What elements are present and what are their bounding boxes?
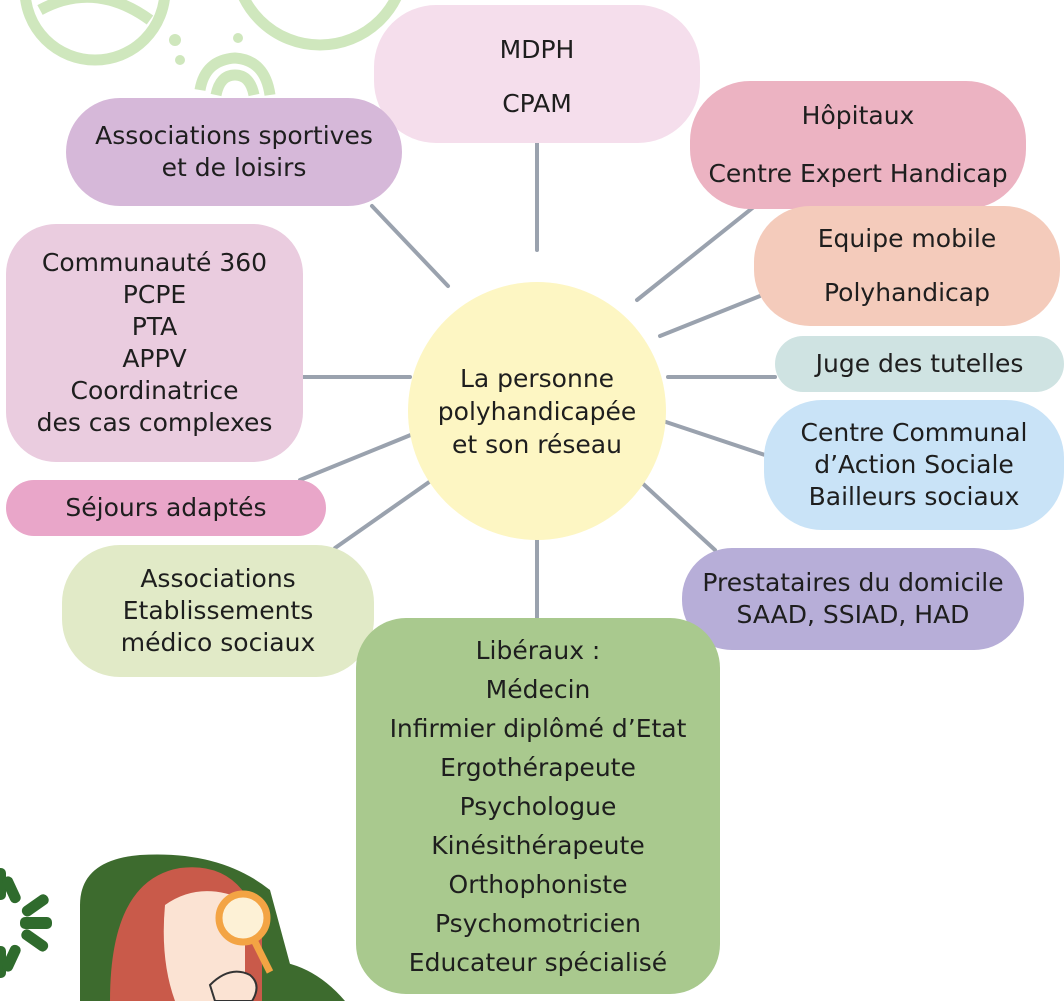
connector-ccas (658, 418, 767, 457)
node-hopitaux-line-2: Centre Expert Handicap (708, 159, 1008, 188)
node-associations-line-2: Etablissements (122, 596, 314, 625)
node-equipe-line-2: Polyhandicap (824, 278, 990, 307)
node-liberaux-line-3: Infirmier diplômé d’Etat (389, 713, 687, 743)
center-node: La personne polyhandicapée et son réseau (408, 282, 666, 540)
node-communaute-line-4: APPV (122, 344, 187, 373)
connector-equipe (658, 294, 762, 338)
node-prestataires-domicile: Prestataires du domicile SAAD, SSIAD, HA… (682, 548, 1024, 650)
node-associations-etablissements: Associations Etablissements médico socia… (62, 545, 374, 677)
node-communaute-360: Communauté 360 PCPE PTA APPV Coordinatri… (6, 224, 303, 462)
node-equipe-mobile: Equipe mobile Polyhandicap (754, 206, 1060, 326)
node-liberaux-line-9: Educateur spécialisé (408, 947, 668, 977)
connector-hopitaux (635, 196, 767, 302)
node-liberaux-line-4: Ergothérapeute (440, 752, 636, 782)
node-cpam-label: CPAM (502, 89, 572, 118)
node-associations-sportives: Associations sportives et de loisirs (66, 98, 402, 206)
node-communaute-line-5: Coordinatrice (70, 376, 239, 405)
node-ccas-line-2: d’Action Sociale (814, 450, 1014, 479)
node-communaute-line-3: PTA (131, 312, 178, 341)
decorative-burst-icon (0, 868, 52, 978)
person-with-magnifier-illustration (80, 854, 345, 1001)
node-communaute-line-1: Communauté 360 (41, 248, 268, 277)
node-liberaux: Libéraux : Médecin Infirmier diplômé d’E… (356, 618, 720, 994)
node-juge-label: Juge des tutelles (815, 349, 1024, 378)
node-associations-line-1: Associations (140, 564, 296, 593)
node-liberaux-line-5: Psychologue (459, 791, 617, 821)
node-communaute-line-6: des cas complexes (36, 408, 273, 437)
node-equipe-line-1: Equipe mobile (817, 224, 997, 253)
node-sport-line-2: et de loisirs (161, 153, 307, 182)
node-mdph-label: MDPH (499, 35, 575, 64)
node-prestataires-line-1: Prestataires du domicile (702, 568, 1004, 597)
node-mdph-cpam: MDPH CPAM (374, 5, 700, 143)
decorative-background-icons (20, 0, 402, 97)
connector-sejours (298, 430, 420, 482)
node-liberaux-line-2: Médecin (485, 674, 591, 704)
node-associations-line-3: médico sociaux (120, 628, 316, 657)
node-juge-des-tutelles: Juge des tutelles (775, 336, 1064, 392)
node-ccas-line-3: Bailleurs sociaux (808, 482, 1020, 511)
node-hopitaux-line-1: Hôpitaux (801, 101, 915, 130)
node-liberaux-line-1: Libéraux : (475, 635, 601, 665)
node-sport-line-1: Associations sportives (95, 121, 373, 150)
node-communaute-line-2: PCPE (122, 280, 187, 309)
node-prestataires-line-2: SAAD, SSIAD, HAD (736, 600, 970, 629)
node-ccas-line-1: Centre Communal (800, 418, 1028, 447)
connector-associations (333, 478, 434, 550)
center-label-line-2: polyhandicapée (437, 396, 637, 426)
node-centre-communal: Centre Communal d’Action Sociale Bailleu… (764, 400, 1064, 530)
node-liberaux-line-7: Orthophoniste (448, 869, 628, 899)
node-sejours-adaptes: Séjours adaptés (6, 480, 326, 536)
node-sejours-label: Séjours adaptés (65, 493, 267, 522)
node-liberaux-line-8: Psychomotricien (435, 908, 641, 938)
decorative-dots (169, 33, 243, 65)
node-liberaux-line-6: Kinésithérapeute (431, 830, 645, 860)
center-label-line-1: La personne (459, 363, 615, 393)
connector-sport (370, 204, 450, 288)
node-hopitaux: Hôpitaux Centre Expert Handicap (690, 81, 1026, 209)
center-label-line-3: et son réseau (452, 429, 622, 459)
